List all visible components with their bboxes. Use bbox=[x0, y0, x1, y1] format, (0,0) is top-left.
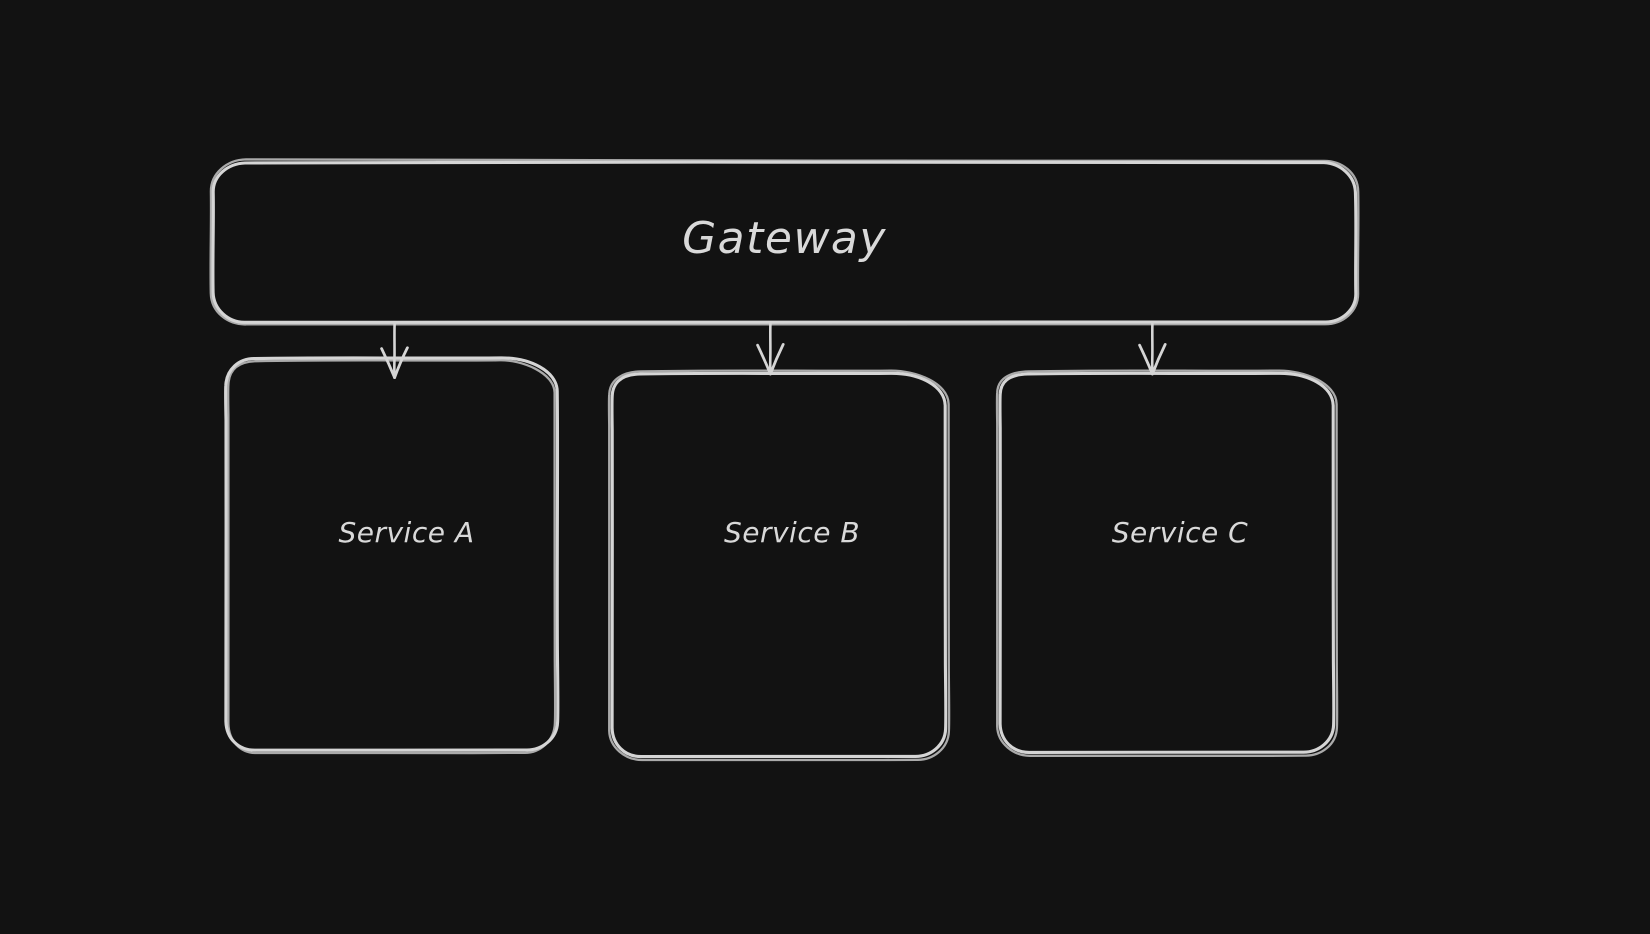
node-service-c-shape[interactable] bbox=[995, 369, 1339, 758]
edge-gateway-to-service-a[interactable] bbox=[380, 322, 409, 379]
edge-gateway-to-service-c[interactable] bbox=[1138, 322, 1167, 376]
node-service-a-shape[interactable] bbox=[224, 356, 560, 755]
node-service-b-shape[interactable] bbox=[607, 369, 951, 762]
node-gateway-shape[interactable] bbox=[209, 158, 1360, 326]
node-gateway[interactable] bbox=[213, 162, 1356, 323]
node-service-b[interactable] bbox=[612, 373, 972, 755]
node-service-c[interactable] bbox=[1000, 373, 1360, 752]
node-service-a[interactable] bbox=[226, 377, 587, 755]
edge-gateway-to-service-b[interactable] bbox=[756, 322, 785, 376]
